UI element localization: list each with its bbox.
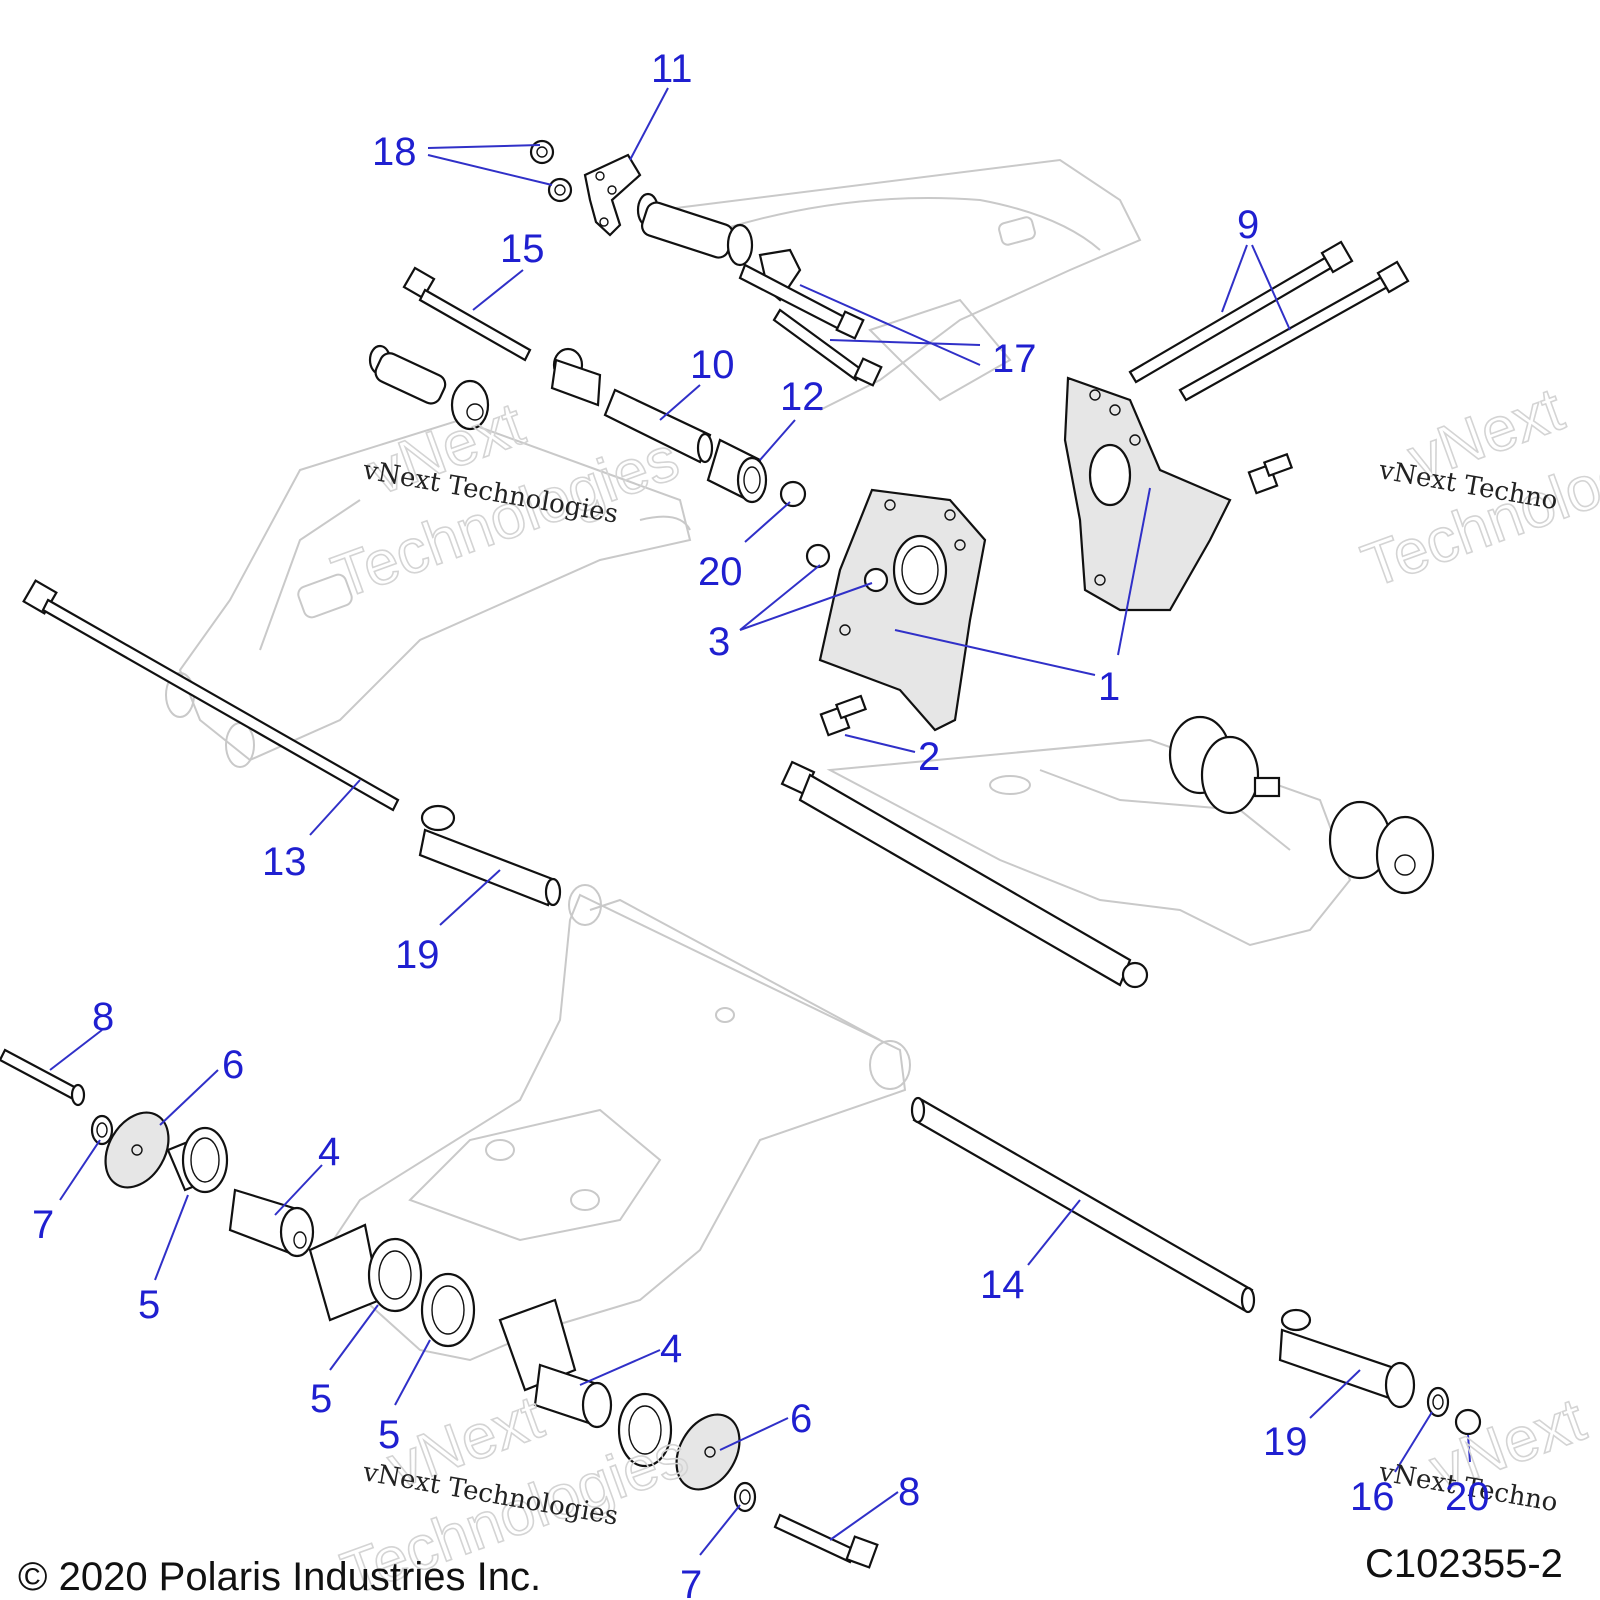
part-6-washer-right bbox=[675, 1413, 741, 1491]
part-1-bracket-right bbox=[1063, 376, 1232, 612]
callout-2: 2 bbox=[918, 735, 940, 779]
part-7-washer-right bbox=[733, 1481, 757, 1513]
part-5-bushing-b bbox=[367, 1237, 423, 1313]
callout-8-right: 8 bbox=[898, 1470, 920, 1514]
part-7-washer-left bbox=[90, 1114, 114, 1146]
part-17-bolts bbox=[738, 263, 883, 387]
callout-7-right: 7 bbox=[680, 1563, 702, 1600]
part-13-bolt bbox=[22, 579, 400, 812]
diagram-code: C102355-2 bbox=[1365, 1542, 1563, 1586]
bushing-body-lower bbox=[498, 1298, 577, 1392]
part-19-sleeve-upper bbox=[418, 804, 562, 907]
part-6-washer-left bbox=[104, 1111, 170, 1189]
callout-18: 18 bbox=[372, 130, 417, 174]
callout-13: 13 bbox=[262, 840, 307, 884]
callout-20-lower: 20 bbox=[1445, 1475, 1490, 1519]
bracket-bolt-right bbox=[1247, 452, 1294, 495]
ghost-lower-control-arm bbox=[318, 884, 911, 1362]
callout-labels: 11 18 15 9 10 17 12 20 3 1 2 13 19 8 6 7… bbox=[32, 47, 1490, 1600]
callout-17: 17 bbox=[992, 337, 1037, 381]
callout-20-upper: 20 bbox=[698, 550, 743, 594]
part-5-bushing-d bbox=[617, 1392, 673, 1468]
part-14-shaft bbox=[910, 1096, 1256, 1314]
callout-14: 14 bbox=[980, 1263, 1025, 1307]
callout-4-a: 4 bbox=[318, 1130, 340, 1174]
part-5-bushing-c bbox=[420, 1272, 476, 1348]
ghost-left-control-arm bbox=[165, 418, 692, 768]
part-4-spacer-a bbox=[228, 1188, 315, 1258]
part-15-bolt bbox=[402, 266, 532, 362]
callout-5-b: 5 bbox=[310, 1377, 332, 1421]
callout-9: 9 bbox=[1237, 203, 1259, 247]
callout-16: 16 bbox=[1350, 1475, 1395, 1519]
part-8-bolt-left bbox=[0, 1048, 86, 1107]
leader-lines bbox=[49, 87, 1471, 1556]
callout-10: 10 bbox=[690, 343, 735, 387]
part-16-washer bbox=[1426, 1386, 1450, 1418]
callout-12: 12 bbox=[780, 375, 825, 419]
part-5-bushing-a bbox=[166, 1126, 229, 1194]
callout-1: 1 bbox=[1098, 665, 1120, 709]
part-3-nuts bbox=[805, 543, 889, 593]
callout-19-upper: 19 bbox=[395, 933, 440, 977]
part-2-bolt bbox=[819, 694, 868, 737]
callout-5-c: 5 bbox=[378, 1413, 400, 1457]
callout-11: 11 bbox=[651, 47, 693, 91]
part-1-bracket-left bbox=[818, 488, 987, 732]
callout-8-left: 8 bbox=[92, 995, 114, 1039]
part-9-bolts bbox=[1128, 240, 1410, 402]
callout-6-right: 6 bbox=[790, 1397, 812, 1441]
part-4-spacer-b bbox=[533, 1363, 613, 1429]
right-arm-bushings bbox=[1168, 715, 1435, 895]
part-12-bushing bbox=[706, 438, 807, 508]
right-arm-bolt bbox=[780, 760, 1149, 989]
part-8-bolt-right bbox=[773, 1513, 879, 1569]
callout-6-left: 6 bbox=[222, 1043, 244, 1087]
callout-15: 15 bbox=[500, 227, 545, 271]
part-10-sleeve bbox=[550, 347, 714, 464]
callout-7-left: 7 bbox=[32, 1203, 54, 1247]
callout-4-b: 4 bbox=[660, 1327, 682, 1371]
copyright-text: © 2020 Polaris Industries Inc. bbox=[18, 1555, 541, 1599]
part-19-sleeve-lower bbox=[1278, 1308, 1416, 1409]
left-bushing-assembly bbox=[368, 344, 490, 431]
part-11-plate bbox=[583, 153, 642, 237]
callout-5-a: 5 bbox=[138, 1283, 160, 1327]
callout-19-lower: 19 bbox=[1263, 1420, 1308, 1464]
callout-3: 3 bbox=[708, 620, 730, 664]
watermark-right: vNext Technologies bbox=[1353, 374, 1600, 602]
part-18-nuts bbox=[529, 139, 573, 203]
ghost-upper-control-arm bbox=[659, 158, 1142, 411]
part-20-nut-lower bbox=[1454, 1408, 1482, 1436]
